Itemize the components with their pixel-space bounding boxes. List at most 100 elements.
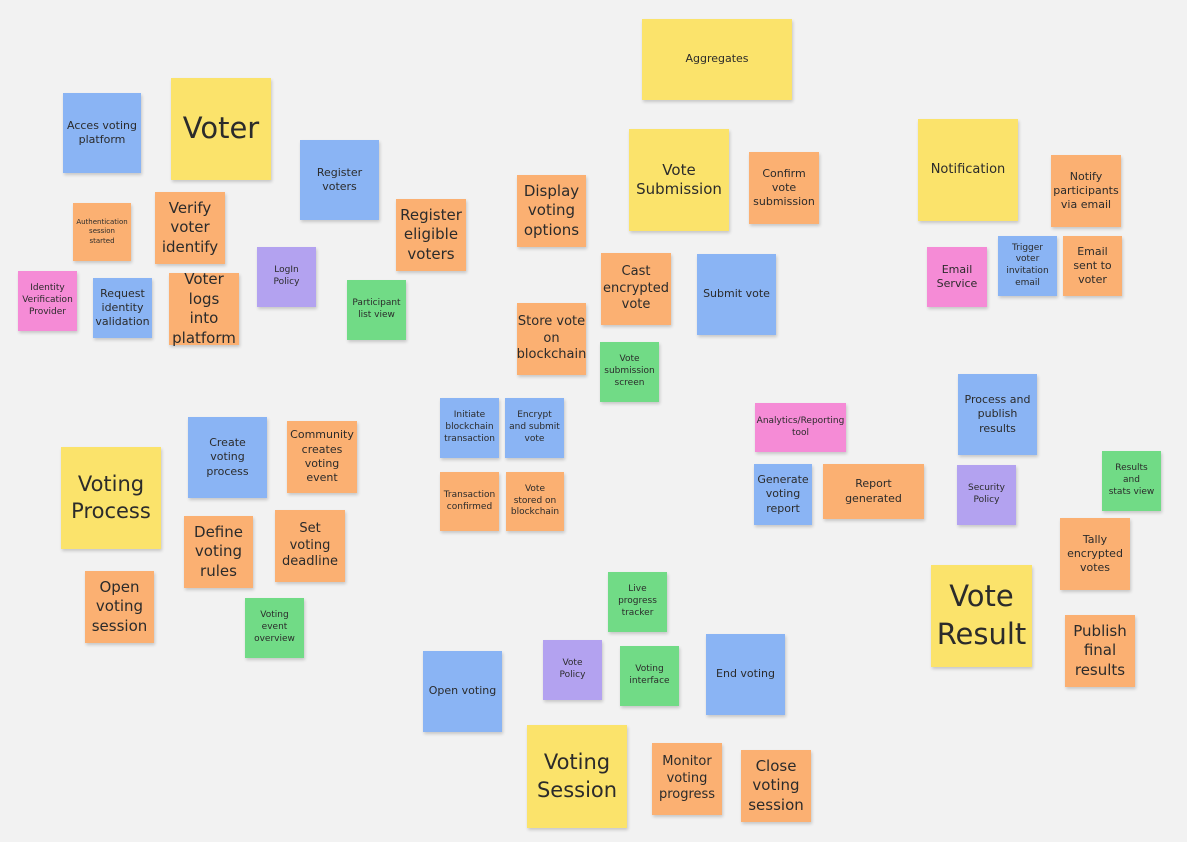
note-text: Publish final results — [1073, 621, 1127, 679]
sticky-note-initiate-blockchain-transaction[interactable]: Initiate blockchain transaction — [440, 398, 499, 458]
sticky-note-aggregates[interactable]: Aggregates — [642, 19, 792, 100]
note-text: Display voting options — [523, 181, 580, 239]
sticky-note-community-creates-voting-event[interactable]: Community creates voting event — [287, 421, 357, 493]
sticky-note-process-and-publish-results[interactable]: Process and publish results — [958, 374, 1037, 455]
note-text: Vote submission screen — [604, 354, 655, 388]
note-text: Submit vote — [703, 287, 770, 301]
note-text: Vote Policy — [559, 658, 586, 680]
note-text: Vote Submission — [636, 160, 722, 199]
sticky-note-store-vote-on-blockchain[interactable]: Store vote on blockchain — [517, 303, 586, 375]
note-text: Notify participants via email — [1053, 169, 1119, 212]
note-text: Cast encrypted vote — [602, 263, 670, 313]
sticky-note-notification[interactable]: Notification — [918, 119, 1018, 221]
note-text: Voter logs into platform — [172, 270, 236, 347]
note-text: Tally encrypted votes — [1067, 532, 1123, 575]
sticky-note-open-voting-session[interactable]: Open voting session — [85, 571, 154, 643]
sticky-note-authentication-session-started[interactable]: Authentication session started — [73, 203, 131, 261]
note-text: Transaction confirmed — [443, 489, 496, 512]
note-text: Notification — [930, 161, 1006, 177]
sticky-note-register-voters[interactable]: Register voters — [300, 140, 379, 220]
note-text: Vote Result — [936, 579, 1027, 651]
sticky-note-cast-encrypted-vote[interactable]: Cast encrypted vote — [601, 253, 671, 325]
note-text: Voting Process — [71, 471, 151, 523]
note-text: Voting event overview — [254, 610, 295, 644]
sticky-note-voter[interactable]: Voter — [171, 78, 271, 180]
sticky-note-create-voting-process[interactable]: Create voting process — [188, 417, 267, 498]
sticky-note-acces-voting-platform[interactable]: Acces voting platform — [63, 93, 141, 173]
note-text: Request identity validation — [95, 286, 150, 329]
sticky-note-verify-voter-identify[interactable]: Verify voter identify — [155, 192, 225, 264]
note-text: Initiate blockchain transaction — [444, 410, 495, 444]
sticky-note-notify-participants-via-email[interactable]: Notify participants via email — [1051, 155, 1121, 227]
note-text: Define voting rules — [194, 522, 243, 580]
sticky-note-voting-session[interactable]: Voting Session — [527, 725, 627, 828]
note-text: Register voters — [316, 165, 363, 193]
sticky-note-vote-submission-screen[interactable]: Vote submission screen — [600, 342, 659, 402]
sticky-note-close-voting-session[interactable]: Close voting session — [741, 750, 811, 822]
note-text: Vote stored on blockchain — [510, 483, 560, 518]
note-text: Encrypt and submit vote — [509, 410, 560, 444]
sticky-note-end-voting[interactable]: End voting — [706, 634, 785, 715]
sticky-note-voting-event-overview[interactable]: Voting event overview — [245, 598, 304, 658]
sticky-note-submit-vote[interactable]: Submit vote — [697, 254, 776, 335]
note-text: Authentication session started — [76, 218, 128, 245]
note-text: Report generated — [845, 477, 902, 505]
note-text: Close voting session — [748, 756, 804, 814]
sticky-note-vote-result[interactable]: Vote Result — [931, 565, 1032, 667]
sticky-note-tally-encrypted-votes[interactable]: Tally encrypted votes — [1060, 518, 1130, 590]
sticky-note-publish-final-results[interactable]: Publish final results — [1065, 615, 1135, 687]
sticky-note-email-service[interactable]: Email Service — [927, 247, 987, 307]
note-text: Aggregates — [685, 52, 749, 66]
note-text: Verify voter identify — [161, 198, 219, 256]
note-text: Live progress tracker — [618, 584, 657, 618]
note-text: LogIn Policy — [273, 265, 300, 287]
sticky-note-identity-verification-provider[interactable]: Identity Verification Provider — [18, 271, 77, 331]
note-text: Voting interface — [629, 664, 670, 686]
note-text: End voting — [716, 667, 775, 681]
sticky-note-live-progress-tracker[interactable]: Live progress tracker — [608, 572, 667, 632]
sticky-note-encrypt-and-submit-vote[interactable]: Encrypt and submit vote — [505, 398, 564, 458]
note-text: Set voting deadline — [282, 520, 338, 570]
sticky-note-vote-stored-on-blockchain[interactable]: Vote stored on blockchain — [506, 472, 564, 531]
sticky-note-vote-policy[interactable]: Vote Policy — [543, 640, 602, 700]
sticky-note-participant-list-view[interactable]: Participant list view — [347, 280, 406, 340]
note-text: Security Policy — [968, 483, 1005, 505]
note-text: Analytics/Reporting tool — [756, 415, 845, 438]
sticky-note-open-voting[interactable]: Open voting — [423, 651, 502, 732]
sticky-note-set-voting-deadline[interactable]: Set voting deadline — [275, 510, 345, 582]
note-text: Open voting session — [91, 577, 148, 635]
note-text: Trigger voter invitation email — [1006, 242, 1049, 288]
sticky-note-analytics-reporting-tool[interactable]: Analytics/Reporting tool — [755, 403, 846, 452]
sticky-note-trigger-voter-invitation-email[interactable]: Trigger voter invitation email — [998, 236, 1057, 296]
sticky-note-request-identity-validation[interactable]: Request identity validation — [93, 278, 152, 338]
sticky-note-register-eligible-voters[interactable]: Register eligible voters — [396, 199, 466, 271]
note-text: Process and publish results — [964, 393, 1031, 435]
note-text: Voter — [182, 111, 260, 146]
note-text: Open voting — [428, 684, 497, 698]
sticky-note-monitor-voting-progress[interactable]: Monitor voting progress — [652, 743, 722, 815]
sticky-note-display-voting-options[interactable]: Display voting options — [517, 175, 586, 247]
sticky-note-confirm-vote-submission[interactable]: Confirm vote submission — [749, 152, 819, 224]
sticky-note-email-sent-to-voter[interactable]: Email sent to voter — [1063, 236, 1122, 296]
sticky-note-results-and-stats-view[interactable]: Results and stats view — [1102, 451, 1161, 511]
sticky-note-voting-process[interactable]: Voting Process — [61, 447, 161, 549]
note-text: Register eligible voters — [400, 205, 462, 263]
sticky-note-report-generated[interactable]: Report generated — [823, 464, 924, 519]
sticky-note-transaction-confirmed[interactable]: Transaction confirmed — [440, 472, 499, 531]
note-text: Monitor voting progress — [658, 753, 716, 803]
sticky-note-vote-submission[interactable]: Vote Submission — [629, 129, 729, 231]
note-text: Confirm vote submission — [753, 166, 815, 209]
note-text: Generate voting report — [757, 473, 809, 515]
sticky-note-voter-logs-into-platform[interactable]: Voter logs into platform — [169, 270, 239, 347]
note-text: Identity Verification Provider — [22, 283, 73, 317]
sticky-note-security-policy[interactable]: Security Policy — [957, 465, 1016, 525]
note-text: Email Service — [936, 262, 978, 290]
note-text: Store vote on blockchain — [516, 313, 587, 363]
sticky-note-voting-interface[interactable]: Voting interface — [620, 646, 679, 706]
sticky-note-generate-voting-report[interactable]: Generate voting report — [754, 464, 812, 525]
note-text: Community creates voting event — [290, 428, 354, 485]
sticky-note-define-voting-rules[interactable]: Define voting rules — [184, 516, 253, 588]
sticky-note-login-policy[interactable]: LogIn Policy — [257, 247, 316, 307]
note-text: Results and stats view — [1108, 463, 1155, 497]
note-text: Email sent to voter — [1073, 244, 1112, 287]
